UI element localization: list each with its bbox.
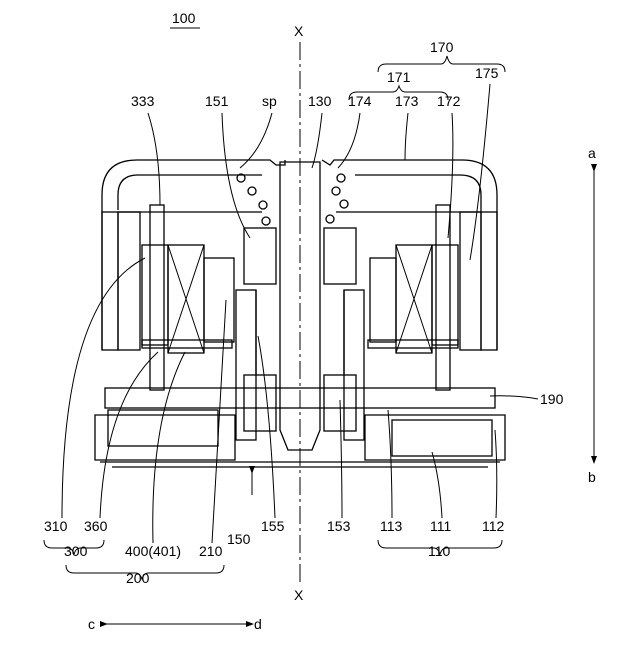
leader-155 [258,336,275,518]
leader-175 [470,84,490,260]
label-175: 175 [475,65,499,81]
label-112: 112 [482,518,505,534]
label-400: 400(401) [125,543,181,559]
label-111: 111 [430,518,451,534]
leader-400 [153,352,185,543]
label-171: 171 [387,69,411,85]
direction-label-b: b [588,469,596,485]
leader-112 [495,430,497,518]
direction-label-d: d [254,616,262,632]
leader-173 [405,113,408,160]
label-360: 360 [84,518,108,534]
leader-333 [148,113,160,205]
label-150: 150 [227,531,251,547]
label-sp: sp [262,93,277,109]
spring [237,174,348,225]
label-113: 113 [380,518,403,534]
label-210: 210 [199,543,223,559]
label-151: 151 [205,93,229,109]
label-170: 170 [430,39,454,55]
leader-190 [490,396,538,399]
leader-360 [100,352,158,518]
right-coil-assembly [368,205,458,390]
label-174: 174 [348,93,372,109]
axis-label-top: X [294,23,304,39]
label-333: 333 [131,93,155,109]
label-190: 190 [540,391,564,407]
leader-153 [340,400,342,518]
direction-label-a: a [588,145,596,161]
label-130: 130 [308,93,332,109]
leader-210 [212,300,226,543]
label-310: 310 [44,518,68,534]
label-155: 155 [261,518,285,534]
label-153: 153 [327,518,351,534]
ref-100: 100 [172,10,196,26]
label-173: 173 [395,93,419,109]
axis-label-bottom: X [294,587,304,603]
label-110: 110 [428,543,451,559]
label-172: 172 [437,93,461,109]
label-200: 200 [126,570,150,586]
direction-label-c: c [88,616,95,632]
leader-130 [312,113,322,168]
left-coil-assembly [142,205,234,390]
